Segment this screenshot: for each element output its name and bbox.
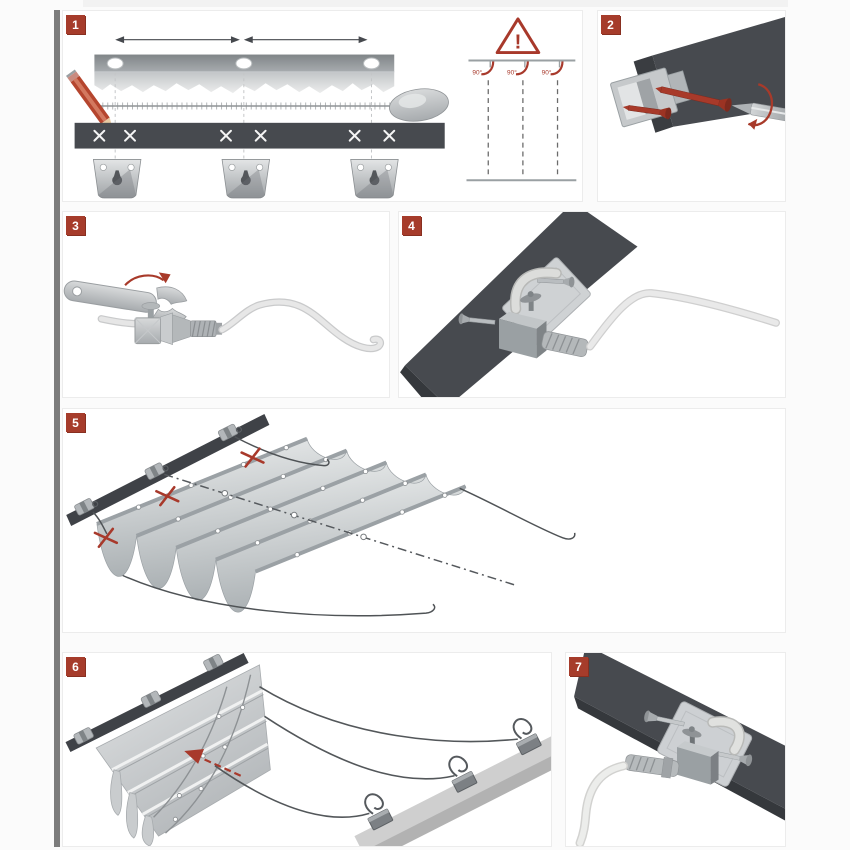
drill-marks <box>93 129 396 142</box>
step-panel-6: 6 <box>62 652 552 847</box>
hook-ticks <box>489 60 561 68</box>
clamp-block <box>676 741 719 785</box>
cord-right <box>218 298 385 353</box>
left-accent-stripe <box>54 10 60 847</box>
step3-illustration <box>63 272 385 353</box>
rotation-arrow <box>747 83 774 130</box>
wing-bolt <box>520 291 542 311</box>
step-badge-4: 4 <box>402 216 421 235</box>
wires <box>92 436 576 617</box>
rotation-arrow <box>124 272 171 286</box>
step-panel-4: 4 <box>398 211 786 398</box>
tape-body <box>389 88 449 122</box>
turnbuckle-barrel <box>541 331 589 358</box>
angle-label-3: 90° <box>542 68 552 76</box>
rail-tensioners <box>364 718 542 831</box>
beam-brackets <box>74 423 242 516</box>
step-badge-6: 6 <box>66 657 85 676</box>
hook-arm <box>510 267 562 315</box>
screwdriver-bit <box>731 102 785 123</box>
gathered-shade <box>95 664 271 846</box>
warning-exclamation: ! <box>514 31 521 54</box>
step4-illustration <box>400 212 780 397</box>
cord <box>575 761 628 846</box>
step-badge-1: 1 <box>66 15 85 34</box>
valve-stem <box>141 302 161 320</box>
screw-top <box>537 276 575 288</box>
step-panel-3: 3 <box>62 211 390 398</box>
drape-tails <box>110 769 154 846</box>
step5-illustration <box>66 413 576 617</box>
slider-dots <box>135 445 448 558</box>
angle-label-1: 90° <box>472 68 482 76</box>
mounting-beam <box>74 122 445 149</box>
screw-red-1 <box>622 105 672 120</box>
rail-grommets <box>106 57 380 70</box>
step-badge-2: 2 <box>601 15 620 34</box>
step-badge-5: 5 <box>66 413 85 432</box>
screw-top <box>644 710 685 727</box>
step-badge-3: 3 <box>66 216 85 235</box>
threading-line <box>164 473 517 587</box>
measurement-arrows <box>115 36 368 44</box>
wires <box>214 685 518 818</box>
step6-illustration <box>65 653 551 846</box>
step-panel-7: 7 <box>565 652 786 847</box>
step-panel-5: 5 <box>62 408 786 633</box>
measuring-tape <box>95 88 449 122</box>
tensioner-body <box>134 312 223 345</box>
wing-bolt <box>682 726 702 746</box>
step-badge-7: 7 <box>569 657 588 676</box>
step-panel-2: 2 <box>597 10 786 202</box>
beam-brackets <box>73 653 224 745</box>
hook-arm <box>707 716 745 756</box>
step-panel-1: 1 <box>62 10 583 202</box>
hang-hooks <box>481 61 564 76</box>
top-edge-band <box>83 0 788 7</box>
wall-brackets <box>92 159 399 199</box>
angle-warning-diagram: ! 90° 90° 90° <box>466 17 577 182</box>
turnbuckle-barrel <box>624 754 680 779</box>
wave-shade <box>96 436 467 613</box>
anchor-rail <box>354 736 551 846</box>
cord <box>586 289 780 351</box>
warning-triangle-icon: ! <box>495 17 541 55</box>
red-x-marks <box>93 447 265 549</box>
fabric-strip <box>94 72 395 94</box>
angle-label-2: 90° <box>507 68 517 76</box>
screw-left <box>458 313 496 325</box>
step7-illustration <box>574 653 785 846</box>
clamp-block <box>499 311 547 359</box>
screw-bottom <box>713 750 753 767</box>
slide-arrow <box>184 749 242 777</box>
screw-red-2 <box>655 86 732 112</box>
drop-lines <box>487 80 559 176</box>
step2-illustration <box>610 17 785 133</box>
curtain-rail <box>94 54 395 94</box>
step1-illustration: ! 90° 90° 90° <box>65 17 577 199</box>
